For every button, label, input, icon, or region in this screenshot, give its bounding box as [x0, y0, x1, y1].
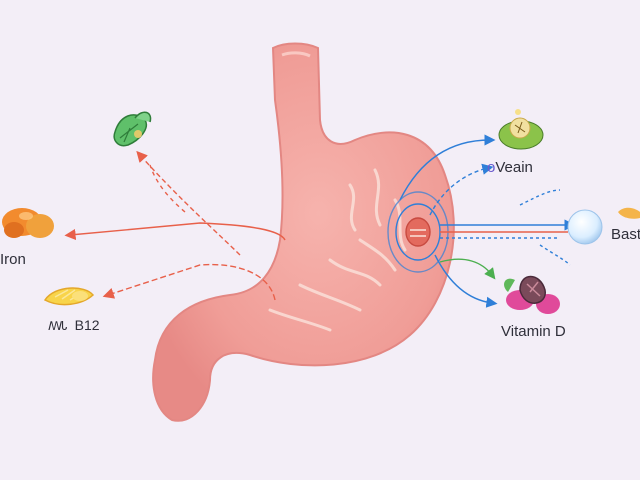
left-arrows [64, 150, 286, 301]
label-b12: ꟿᏓ B12 [48, 318, 100, 332]
green-leaf-icon [113, 111, 152, 147]
fig-icon [504, 275, 560, 314]
label-vitamin-d: Vitamin D [501, 323, 566, 340]
label-overain-text: Veain [495, 159, 533, 176]
green-plate-icon [498, 109, 544, 150]
spoon-icon [618, 207, 640, 219]
label-overain-prefix: o [487, 159, 496, 176]
stomach [152, 42, 455, 422]
label-overain: oVeain [487, 160, 533, 175]
b12-prefix-glyph: ꟿᏓ [48, 319, 68, 333]
label-iron: Iron [0, 251, 26, 268]
right-arrows [387, 134, 576, 308]
lemon-slice-icon [43, 287, 95, 306]
label-bast: Bast [611, 226, 640, 243]
sphere-icon [567, 209, 603, 245]
orange-fruit-icon [2, 208, 54, 238]
label-b12-text: B12 [74, 317, 100, 333]
